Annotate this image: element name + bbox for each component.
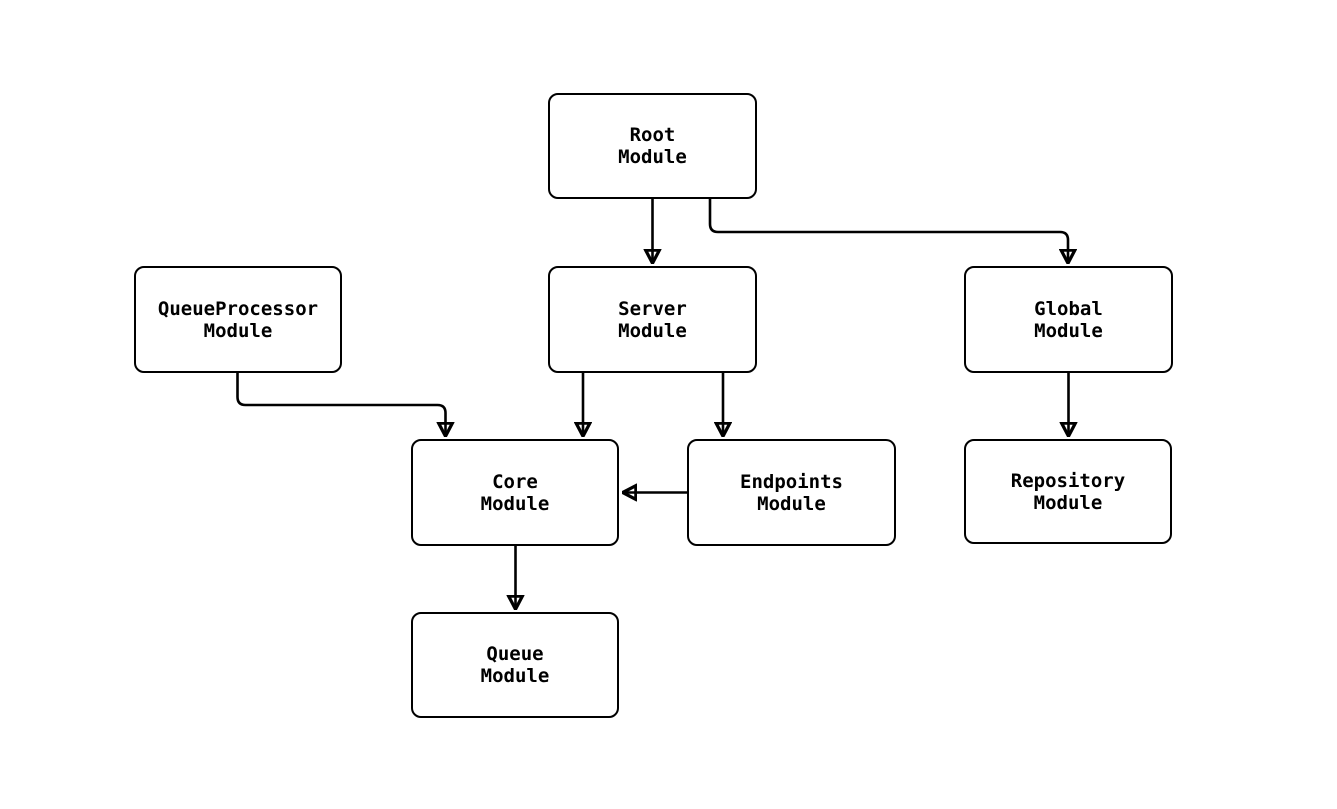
node-server-module-label: Server Module <box>618 297 687 342</box>
edge-queueprocessor-to-core <box>236 373 446 435</box>
node-endpoints-module-label: Endpoints Module <box>740 470 843 515</box>
node-queue-module-label: Queue Module <box>480 643 550 687</box>
node-global-module: Global Module <box>964 266 1173 373</box>
node-core-module-label: Core Module <box>480 470 550 515</box>
node-core-module: Core Module <box>411 439 619 546</box>
node-repository-module: Repository Module <box>964 439 1172 544</box>
node-queueprocessor-module-label: QueueProcessor Module <box>157 297 319 342</box>
node-global-module-label: Global Module <box>1034 297 1103 342</box>
node-queue-module: Queue Module <box>411 612 619 718</box>
node-root-module: Root Module <box>548 93 757 199</box>
node-root-module-label: Root Module <box>618 124 687 168</box>
node-endpoints-module: Endpoints Module <box>687 439 896 546</box>
node-server-module: Server Module <box>548 266 757 373</box>
node-queueprocessor-module: QueueProcessor Module <box>134 266 342 373</box>
edge-root-to-global <box>708 199 1068 262</box>
node-repository-module-label: Repository Module <box>1010 469 1126 514</box>
